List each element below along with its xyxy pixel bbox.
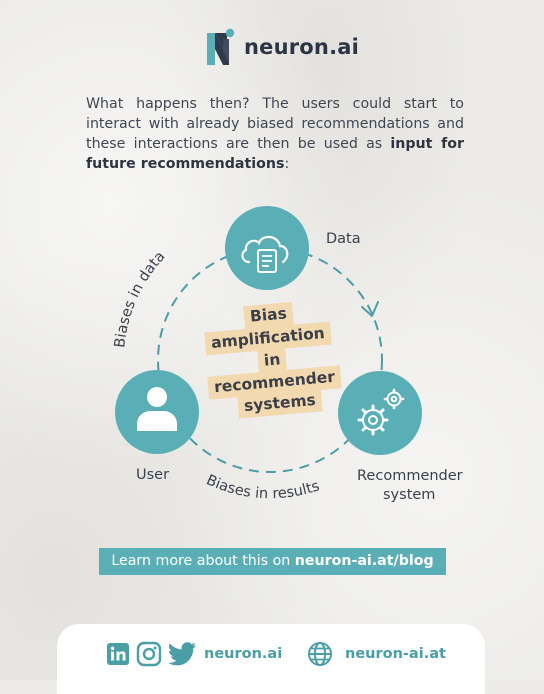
social-handle[interactable]: neuron.ai: [204, 646, 283, 662]
user-icon: [137, 387, 177, 431]
data-node: [225, 206, 309, 290]
recommender-label-line2: system: [383, 487, 436, 503]
social-links: neuron.ai: [106, 640, 282, 668]
cta-text: Learn more about this on: [111, 553, 295, 569]
recommender-node: [338, 371, 422, 455]
website-link[interactable]: neuron-ai.at: [307, 640, 446, 668]
bias-cycle-diagram: Biases in data Biases in results: [112, 206, 422, 502]
learn-more-banner[interactable]: Learn more about this on neuron-ai.at/bl…: [99, 548, 446, 575]
recommender-label-line1: Recommender: [357, 468, 463, 484]
intro-text: What happens then? The users could start…: [86, 96, 464, 152]
intro-emphasis: input for future recommendations: [86, 136, 464, 172]
cloud-document-icon: [241, 235, 289, 273]
twitter-icon[interactable]: [168, 642, 196, 666]
user-node: [115, 370, 199, 454]
gears-icon: [357, 388, 405, 436]
brand-logo: neuron.ai: [205, 27, 359, 67]
globe-icon: [308, 642, 332, 666]
website-url[interactable]: neuron-ai.at: [345, 646, 446, 662]
linkedin-icon[interactable]: [106, 642, 130, 666]
data-label: Data: [326, 231, 361, 247]
neuron-logo-icon: [207, 28, 235, 65]
footer-bar: neuron.ai neuron-ai.at: [57, 624, 485, 694]
user-label: User: [136, 467, 170, 483]
instagram-icon[interactable]: [136, 641, 162, 667]
edge-label-biases-in-results: Biases in results: [204, 472, 322, 502]
edge-label-biases-in-data: Biases in data: [112, 249, 168, 349]
intro-end: :: [284, 156, 290, 172]
cycle-arrow-icon: [361, 301, 379, 317]
brand-name: neuron.ai: [244, 35, 360, 59]
intro-paragraph: What happens then? The users could start…: [86, 94, 464, 174]
blog-link[interactable]: neuron-ai.at/blog: [294, 553, 434, 569]
